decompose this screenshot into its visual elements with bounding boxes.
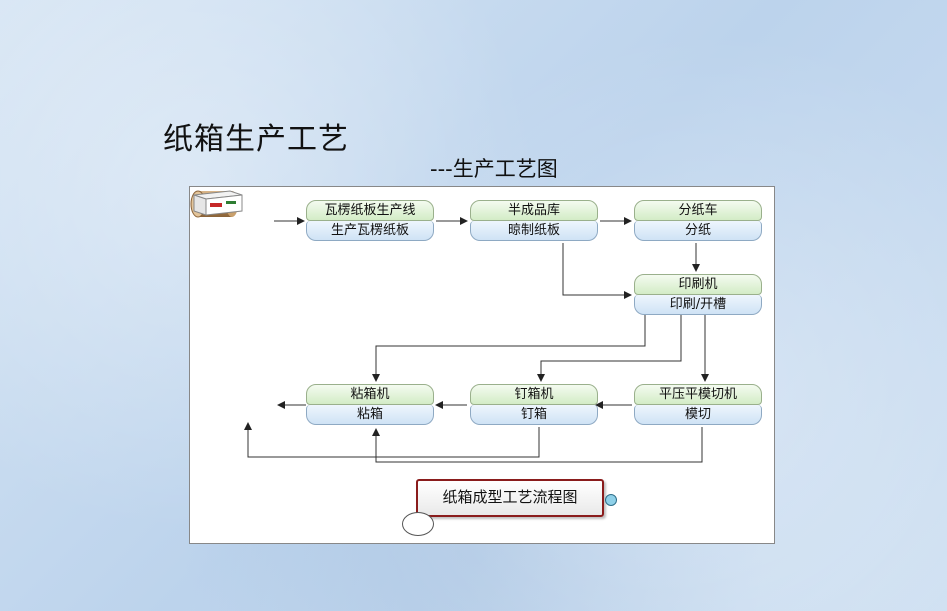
node-die-cutter-process: 模切 (634, 405, 762, 425)
node-semi-store-machine: 半成品库 (470, 200, 598, 221)
node-corrugated-line-process: 生产瓦楞纸板 (306, 221, 434, 241)
node-semi-store-process: 晾制纸板 (470, 221, 598, 241)
node-printer: 印刷机 印刷/开槽 (634, 274, 762, 315)
carton-box-icon (193, 190, 243, 216)
node-slitter-process: 分纸 (634, 221, 762, 241)
page-subtitle: ---生产工艺图 (430, 157, 558, 181)
page-title: 纸箱生产工艺 (163, 122, 349, 157)
node-slitter: 分纸车 分纸 (634, 200, 762, 241)
node-gluer: 粘箱机 粘箱 (306, 384, 434, 425)
flowchart-canvas: 瓦楞纸板生产线 生产瓦楞纸板 半成品库 晾制纸板 分纸车 分纸 印刷机 印刷/开… (189, 186, 775, 544)
node-stitcher-process: 钉箱 (470, 405, 598, 425)
arrow-stitcher-to-box (244, 422, 540, 458)
diagram-caption-box: 纸箱成型工艺流程图 (416, 479, 604, 517)
arrow-printer-to-stitcher (537, 315, 682, 382)
node-die-cutter-machine: 平压平模切机 (634, 384, 762, 405)
node-printer-machine: 印刷机 (634, 274, 762, 295)
caption-connector-dot (605, 494, 617, 506)
node-semi-store: 半成品库 晾制纸板 (470, 200, 598, 241)
node-corrugated-line: 瓦楞纸板生产线 生产瓦楞纸板 (306, 200, 434, 241)
arrow-printer-to-gluer (372, 315, 646, 382)
node-stitcher: 钉箱机 钉箱 (470, 384, 598, 425)
node-gluer-machine: 粘箱机 (306, 384, 434, 405)
node-stitcher-machine: 钉箱机 (470, 384, 598, 405)
node-slitter-machine: 分纸车 (634, 200, 762, 221)
node-die-cutter: 平压平模切机 模切 (634, 384, 762, 425)
node-gluer-process: 粘箱 (306, 405, 434, 425)
flow-arrows (244, 217, 709, 463)
node-printer-process: 印刷/开槽 (634, 295, 762, 315)
arrow-diecutter-to-gluer-bottom (372, 427, 703, 463)
arrow-store-to-printer (562, 243, 632, 299)
node-corrugated-line-machine: 瓦楞纸板生产线 (306, 200, 434, 221)
caption-connector-circle (402, 512, 434, 536)
